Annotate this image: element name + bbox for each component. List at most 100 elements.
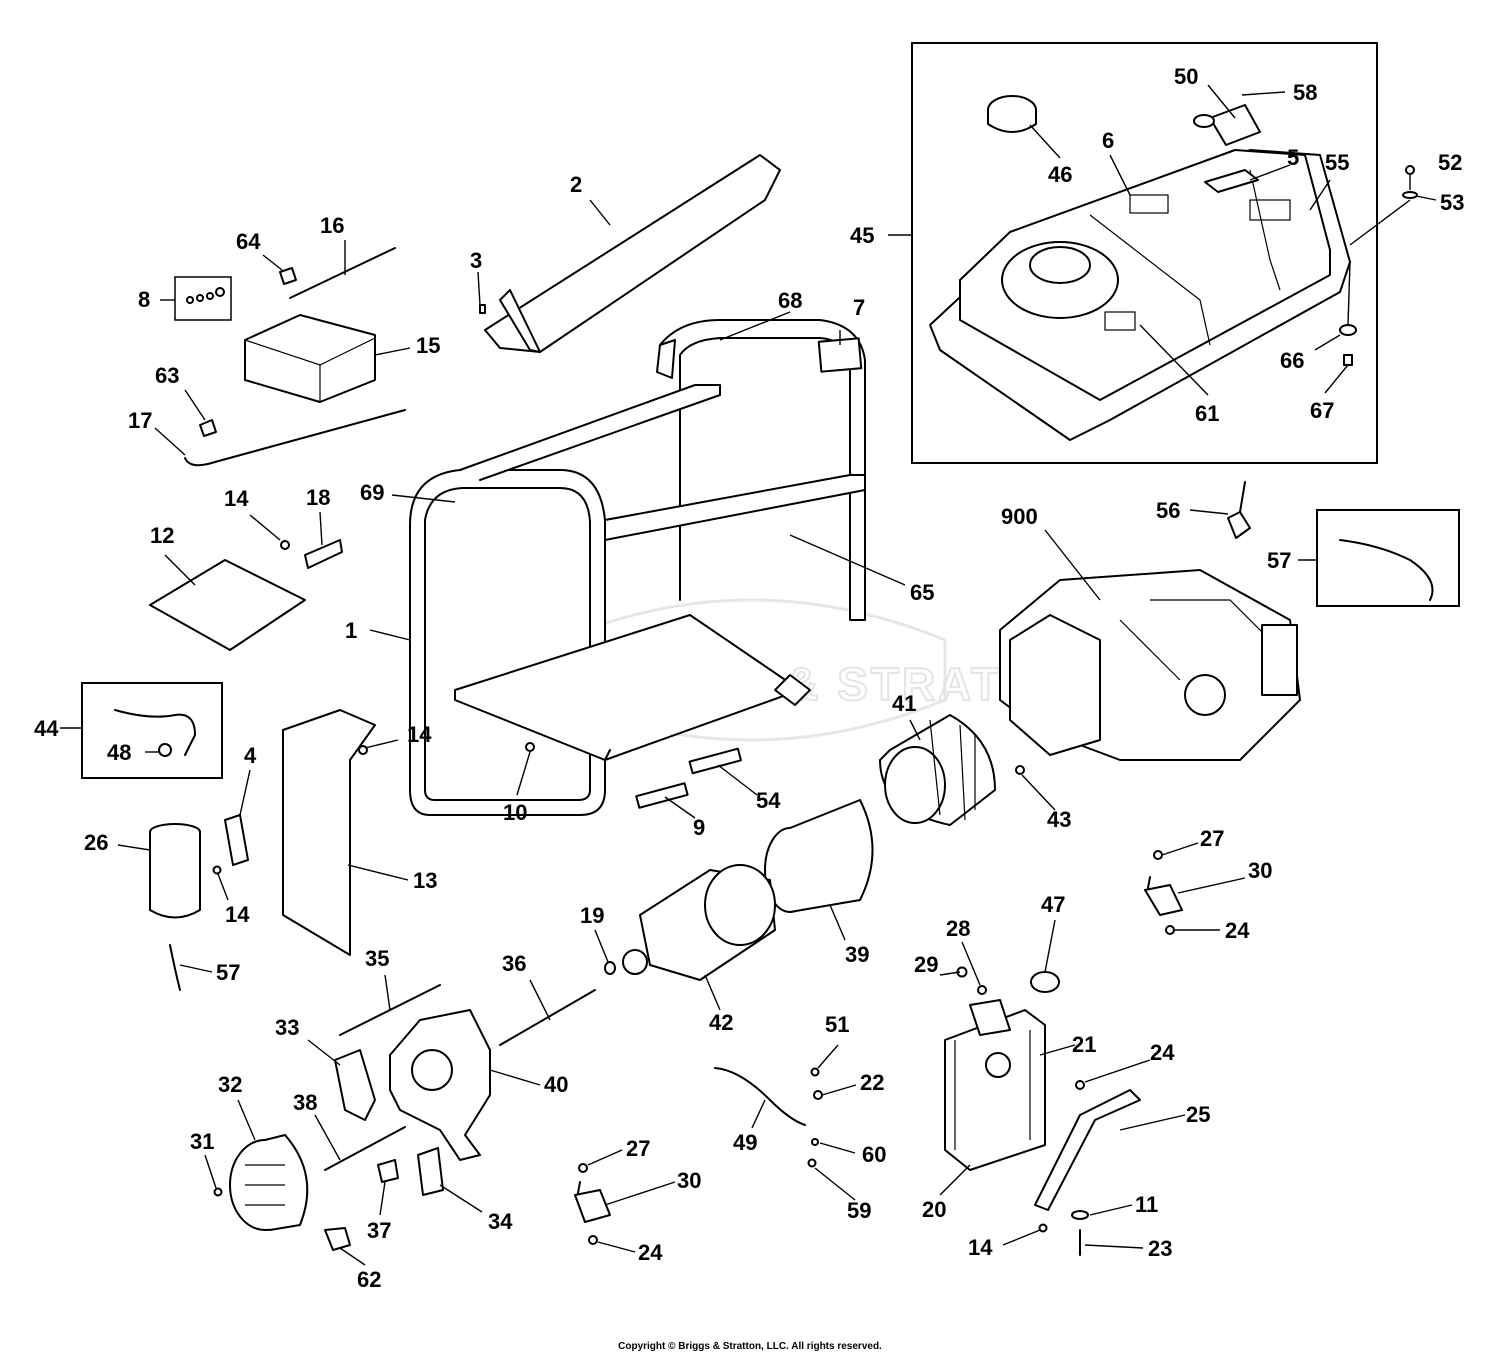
callout-16: 16 xyxy=(320,213,344,238)
cover-33 xyxy=(334,1049,376,1121)
label-7 xyxy=(817,337,863,373)
callout-5: 5 xyxy=(1287,145,1299,170)
muffler-flange xyxy=(969,999,1011,1036)
callout-51: 51 xyxy=(825,1012,849,1037)
callout-39: 39 xyxy=(845,942,869,967)
washer-60 xyxy=(811,1138,819,1146)
shutoff-stem xyxy=(1239,481,1246,513)
callout-63: 63 xyxy=(155,363,179,388)
callout-48: 48 xyxy=(107,740,131,765)
hose-57b xyxy=(169,944,181,991)
callout-54: 54 xyxy=(756,788,781,813)
callout-67: 67 xyxy=(1310,398,1334,423)
callout-8: 8 xyxy=(138,287,150,312)
callout-14-d: 14 xyxy=(968,1235,993,1260)
nut-24c xyxy=(1165,925,1175,935)
bolt-36 xyxy=(499,989,596,1046)
callout-45: 45 xyxy=(850,223,874,248)
hardware-8-parts xyxy=(186,287,225,304)
muffler-20 xyxy=(944,1009,1046,1171)
callout-9: 9 xyxy=(693,815,705,840)
hose-44 xyxy=(114,709,196,756)
callout-23: 23 xyxy=(1148,1236,1172,1261)
clamp-48 xyxy=(158,743,172,757)
terminal-64 xyxy=(279,267,297,285)
spacer-67 xyxy=(1343,354,1353,366)
callout-62: 62 xyxy=(357,1267,381,1292)
nut-27a xyxy=(578,1163,588,1173)
fuel-tank xyxy=(929,149,1351,441)
callouts: 1 2 3 4 5 6 7 8 9 10 11 12 13 14 14 14 1… xyxy=(34,64,1464,1292)
callout-43: 43 xyxy=(1047,807,1071,832)
wire-49 xyxy=(714,1067,806,1126)
callout-24-c: 24 xyxy=(638,1240,663,1265)
callout-11: 11 xyxy=(1135,1192,1158,1217)
control-panel-cover xyxy=(484,154,781,353)
callout-20: 20 xyxy=(922,1197,946,1222)
fuel-gauge-assembly xyxy=(1193,104,1261,146)
screw-14d xyxy=(1038,1223,1048,1233)
callout-65: 65 xyxy=(910,580,934,605)
callout-22: 22 xyxy=(860,1070,884,1095)
callout-14-b: 14 xyxy=(407,722,432,747)
callout-66: 66 xyxy=(1280,348,1304,373)
screw-14a xyxy=(280,540,290,550)
fuel-cap xyxy=(987,95,1037,133)
bracket-4 xyxy=(224,814,249,866)
callout-24-b: 24 xyxy=(1150,1040,1175,1065)
callout-18: 18 xyxy=(306,485,330,510)
callout-40: 40 xyxy=(544,1072,568,1097)
connector-62 xyxy=(324,1227,351,1251)
callout-37: 37 xyxy=(367,1218,391,1243)
callout-1: 1 xyxy=(345,618,357,643)
callout-41: 41 xyxy=(892,691,916,716)
callout-29: 29 xyxy=(914,952,938,977)
nut-43 xyxy=(1015,765,1025,775)
callout-21: 21 xyxy=(1072,1032,1096,1057)
hose-kit-box xyxy=(81,682,223,779)
washer-53 xyxy=(1402,191,1418,199)
callout-19: 19 xyxy=(580,903,604,928)
callout-12: 12 xyxy=(150,523,174,548)
callout-30-a: 30 xyxy=(1248,858,1272,883)
callout-28: 28 xyxy=(946,916,970,941)
fuel-gauge xyxy=(1204,169,1259,193)
callout-64: 64 xyxy=(236,229,261,254)
rod-16 xyxy=(289,247,396,299)
screw-14c xyxy=(212,865,222,875)
callout-35: 35 xyxy=(365,946,389,971)
callout-30-b: 30 xyxy=(677,1168,701,1193)
bracket-18 xyxy=(304,539,343,569)
callout-27-b: 27 xyxy=(626,1136,650,1161)
bolt-52 xyxy=(1405,165,1415,175)
nut-27b xyxy=(1153,850,1163,860)
callout-59: 59 xyxy=(847,1198,871,1223)
callout-42: 42 xyxy=(709,1010,733,1035)
callout-33: 33 xyxy=(275,1015,299,1040)
rear-cover-32 xyxy=(229,1134,309,1231)
callout-60: 60 xyxy=(862,1142,886,1167)
fuel-line-kit-box xyxy=(1316,509,1460,607)
callout-24-a: 24 xyxy=(1225,918,1250,943)
label-9 xyxy=(635,782,689,809)
callout-25: 25 xyxy=(1186,1102,1210,1127)
stator-41 xyxy=(879,714,996,826)
callout-15: 15 xyxy=(416,333,440,358)
copyright-notice: Copyright © Briggs & Stratton, LLC. All … xyxy=(618,1341,882,1352)
hardware-kit-box xyxy=(174,276,232,321)
leader-lines xyxy=(60,84,1437,1266)
hole-10 xyxy=(525,742,535,752)
callout-2: 2 xyxy=(570,172,582,197)
isolator-30a xyxy=(574,1181,611,1223)
stator-cover-39 xyxy=(764,799,874,913)
callout-36: 36 xyxy=(502,951,526,976)
rod-17 xyxy=(184,409,406,467)
grommet-66 xyxy=(1339,324,1357,336)
callout-6: 6 xyxy=(1102,128,1114,153)
canister-26 xyxy=(149,823,201,919)
battery xyxy=(244,314,376,403)
callout-38: 38 xyxy=(293,1090,317,1115)
callout-32: 32 xyxy=(218,1072,242,1097)
nut-24b xyxy=(588,1235,598,1245)
